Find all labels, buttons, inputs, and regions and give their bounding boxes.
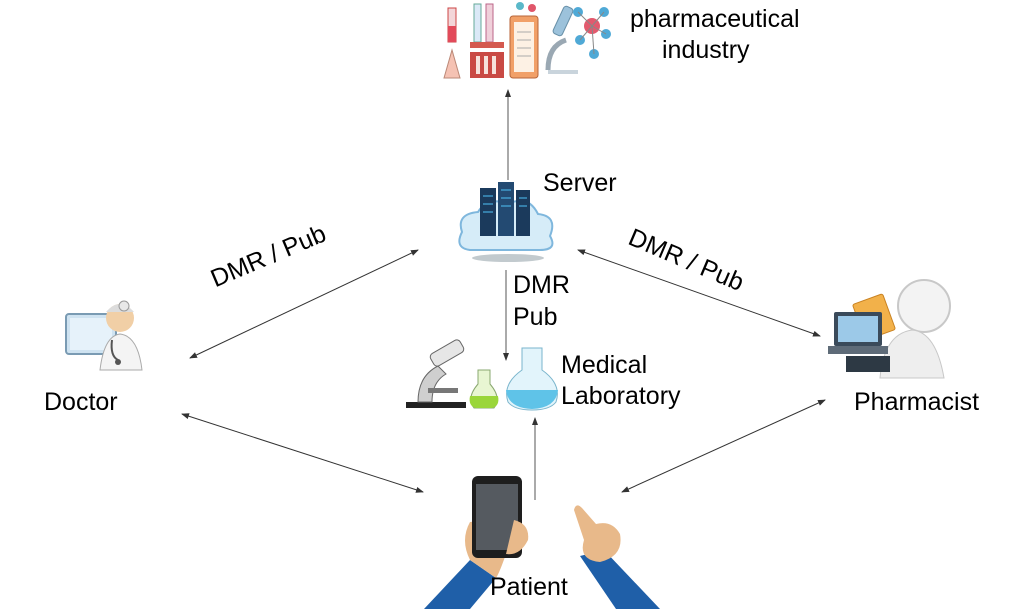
server-label: Server xyxy=(543,169,617,197)
pharmacist-icon xyxy=(828,279,951,379)
doctor-label: Doctor xyxy=(44,388,118,416)
lab-equipment-icon xyxy=(443,2,611,79)
server-cloud-icon xyxy=(458,182,554,262)
lab-label-line1: Medical xyxy=(561,351,648,379)
patient-label: Patient xyxy=(490,573,568,601)
edge-doctor-server xyxy=(189,249,419,359)
pharma-label-line2: industry xyxy=(662,36,750,64)
doctor-icon xyxy=(65,300,143,371)
edge-label-server-lab-line2: Pub xyxy=(513,303,558,331)
lab-label-line2: Laboratory xyxy=(561,382,681,410)
smartphone-hands-icon xyxy=(424,476,660,609)
edge-doctor-patient xyxy=(181,413,424,493)
edge-pharmacist-patient xyxy=(621,399,826,493)
edge-label-server-lab-line1: DMR xyxy=(513,271,570,299)
edge-server-pharmacist xyxy=(577,249,821,337)
pharmacist-label: Pharmacist xyxy=(854,388,980,416)
microscope-flask-icon xyxy=(406,339,558,411)
pharma-label-line1: pharmaceutical xyxy=(630,5,800,33)
